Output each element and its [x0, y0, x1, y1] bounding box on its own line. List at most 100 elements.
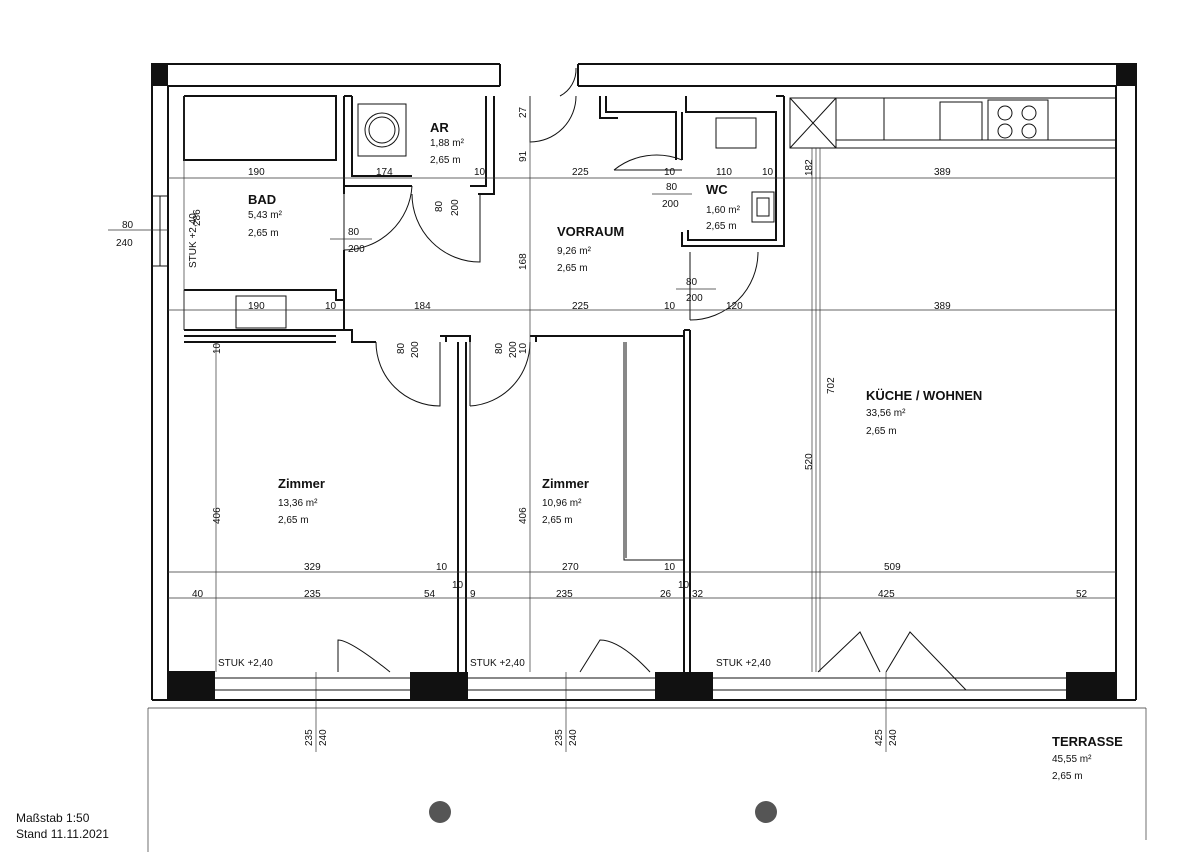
dim-value: 40: [192, 589, 204, 600]
dim-value: 32: [692, 589, 704, 600]
window-height: 240: [568, 729, 579, 746]
door-width: 80: [686, 277, 698, 288]
room-name: KÜCHE / WOHNEN: [866, 388, 982, 403]
door-height: 200: [410, 341, 421, 358]
room-zimmer-2: Zimmer 10,96 m² 2,65 m: [542, 476, 589, 526]
room-area: 10,96 m²: [542, 498, 582, 509]
dim-mid-10: 10 10: [452, 580, 690, 591]
dim-value: 389: [934, 167, 951, 178]
dim-row-4: 40 235 54 9 235 26 32 425 52: [192, 589, 1088, 600]
scale-label: Maßstab 1:50: [16, 811, 90, 825]
window-width: 235: [304, 729, 315, 746]
room-zimmer-1: Zimmer 13,36 m² 2,65 m: [278, 476, 325, 526]
door-width: 80: [494, 342, 505, 354]
dim-value: 10: [664, 301, 676, 312]
room-height: 2,65 m: [706, 221, 737, 232]
dim-value: 10: [474, 167, 486, 178]
room-height: 2,65 m: [866, 426, 897, 437]
door-width: 80: [666, 182, 678, 193]
room-area: 33,56 m²: [866, 408, 906, 419]
door-width: 80: [396, 342, 407, 354]
dim-value: 10: [664, 167, 676, 178]
interior-walls: [183, 95, 1116, 672]
dim-value: 235: [556, 589, 573, 600]
dim-value: 329: [304, 562, 321, 573]
stuk-label: STUK +2,40: [716, 658, 771, 669]
stuk-label: STUK +2,40: [218, 658, 273, 669]
room-wc: WC 1,60 m² 2,65 m: [706, 182, 741, 232]
room-height: 2,65 m: [542, 515, 573, 526]
dim-value: 190: [248, 167, 265, 178]
room-height: 2,65 m: [557, 263, 588, 274]
dim-value: 270: [562, 562, 579, 573]
dim-row-3: 329 10 270 10 509: [304, 562, 901, 573]
stuk-label: STUK +2,40: [188, 213, 199, 268]
room-ar: AR 1,88 m² 2,65 m: [430, 120, 465, 166]
dim-value: 10: [762, 167, 774, 178]
room-height: 2,65 m: [1052, 771, 1083, 782]
room-name: Zimmer: [278, 476, 325, 491]
door-swings: [337, 67, 967, 691]
room-height: 2,65 m: [430, 155, 461, 166]
door-height: 200: [348, 244, 365, 255]
window-height: 240: [318, 729, 329, 746]
dim-value: 425: [878, 589, 895, 600]
stuk-label: STUK +2,40: [470, 658, 525, 669]
room-kueche-wohnen: KÜCHE / WOHNEN 33,56 m² 2,65 m: [866, 388, 982, 437]
dimension-lines: [108, 96, 1116, 752]
window-height: 240: [888, 729, 899, 746]
dim-row-2: 190 10 184 225 10 120 389: [248, 301, 951, 312]
dim-value: 26: [660, 589, 672, 600]
dim-value: 110: [716, 167, 732, 178]
dim-value: 235: [304, 589, 321, 600]
room-area: 5,43 m²: [248, 210, 283, 221]
door-height: 200: [508, 341, 519, 358]
dim-value: 406: [518, 507, 529, 524]
date-label: Stand 11.11.2021: [16, 827, 109, 841]
room-name: TERRASSE: [1052, 734, 1123, 749]
dim-value: 168: [518, 253, 529, 270]
dim-value: 190: [248, 301, 265, 312]
room-name: WC: [706, 182, 728, 197]
dim-value: 225: [572, 301, 589, 312]
door-width: 80: [348, 227, 360, 238]
door-width: 80: [434, 200, 445, 212]
room-area: 45,55 m²: [1052, 754, 1092, 765]
room-height: 2,65 m: [248, 228, 279, 239]
dim-value: 52: [1076, 589, 1088, 600]
window-height: 240: [116, 238, 133, 249]
footer: Maßstab 1:50 Stand 11.11.2021: [16, 811, 109, 841]
room-name: Zimmer: [542, 476, 589, 491]
dim-value: 520: [804, 453, 815, 470]
bottom-window-labels: 235 240 235 240 425 240: [304, 729, 899, 746]
room-name: VORRAUM: [557, 224, 624, 239]
terrace-outline: [147, 707, 1147, 852]
dim-value: 10: [452, 580, 464, 591]
outer-walls: [151, 63, 1137, 701]
dim-value: 406: [212, 507, 223, 524]
room-name: BAD: [248, 192, 276, 207]
dim-value: 225: [572, 167, 589, 178]
dim-value: 10: [664, 562, 676, 573]
room-area: 13,36 m²: [278, 498, 318, 509]
room-terrasse: TERRASSE 45,55 m² 2,65 m: [1052, 734, 1123, 782]
room-bad: BAD 5,43 m² 2,65 m: [248, 192, 283, 239]
dim-value: 182: [804, 159, 815, 176]
dim-value: 286: [192, 209, 203, 226]
dim-value: 509: [884, 562, 901, 573]
dim-value: 184: [414, 301, 431, 312]
window-width: 235: [554, 729, 565, 746]
dim-row-1: 190 174 10 225 10 110 10 389: [248, 167, 951, 178]
dim-value: 27: [518, 106, 529, 118]
window-width: 425: [874, 729, 885, 746]
dim-value: 120: [726, 301, 743, 312]
dim-value: 10: [678, 580, 690, 591]
room-area: 1,88 m²: [430, 138, 465, 149]
door-height: 200: [662, 199, 679, 210]
dim-value: 174: [376, 167, 393, 178]
door-height: 200: [450, 199, 461, 216]
dim-value: 10: [518, 342, 529, 354]
dim-value: 389: [934, 301, 951, 312]
door-labels: 80 200 80 200 80 200 80 200 80 200 80 20…: [116, 182, 716, 358]
